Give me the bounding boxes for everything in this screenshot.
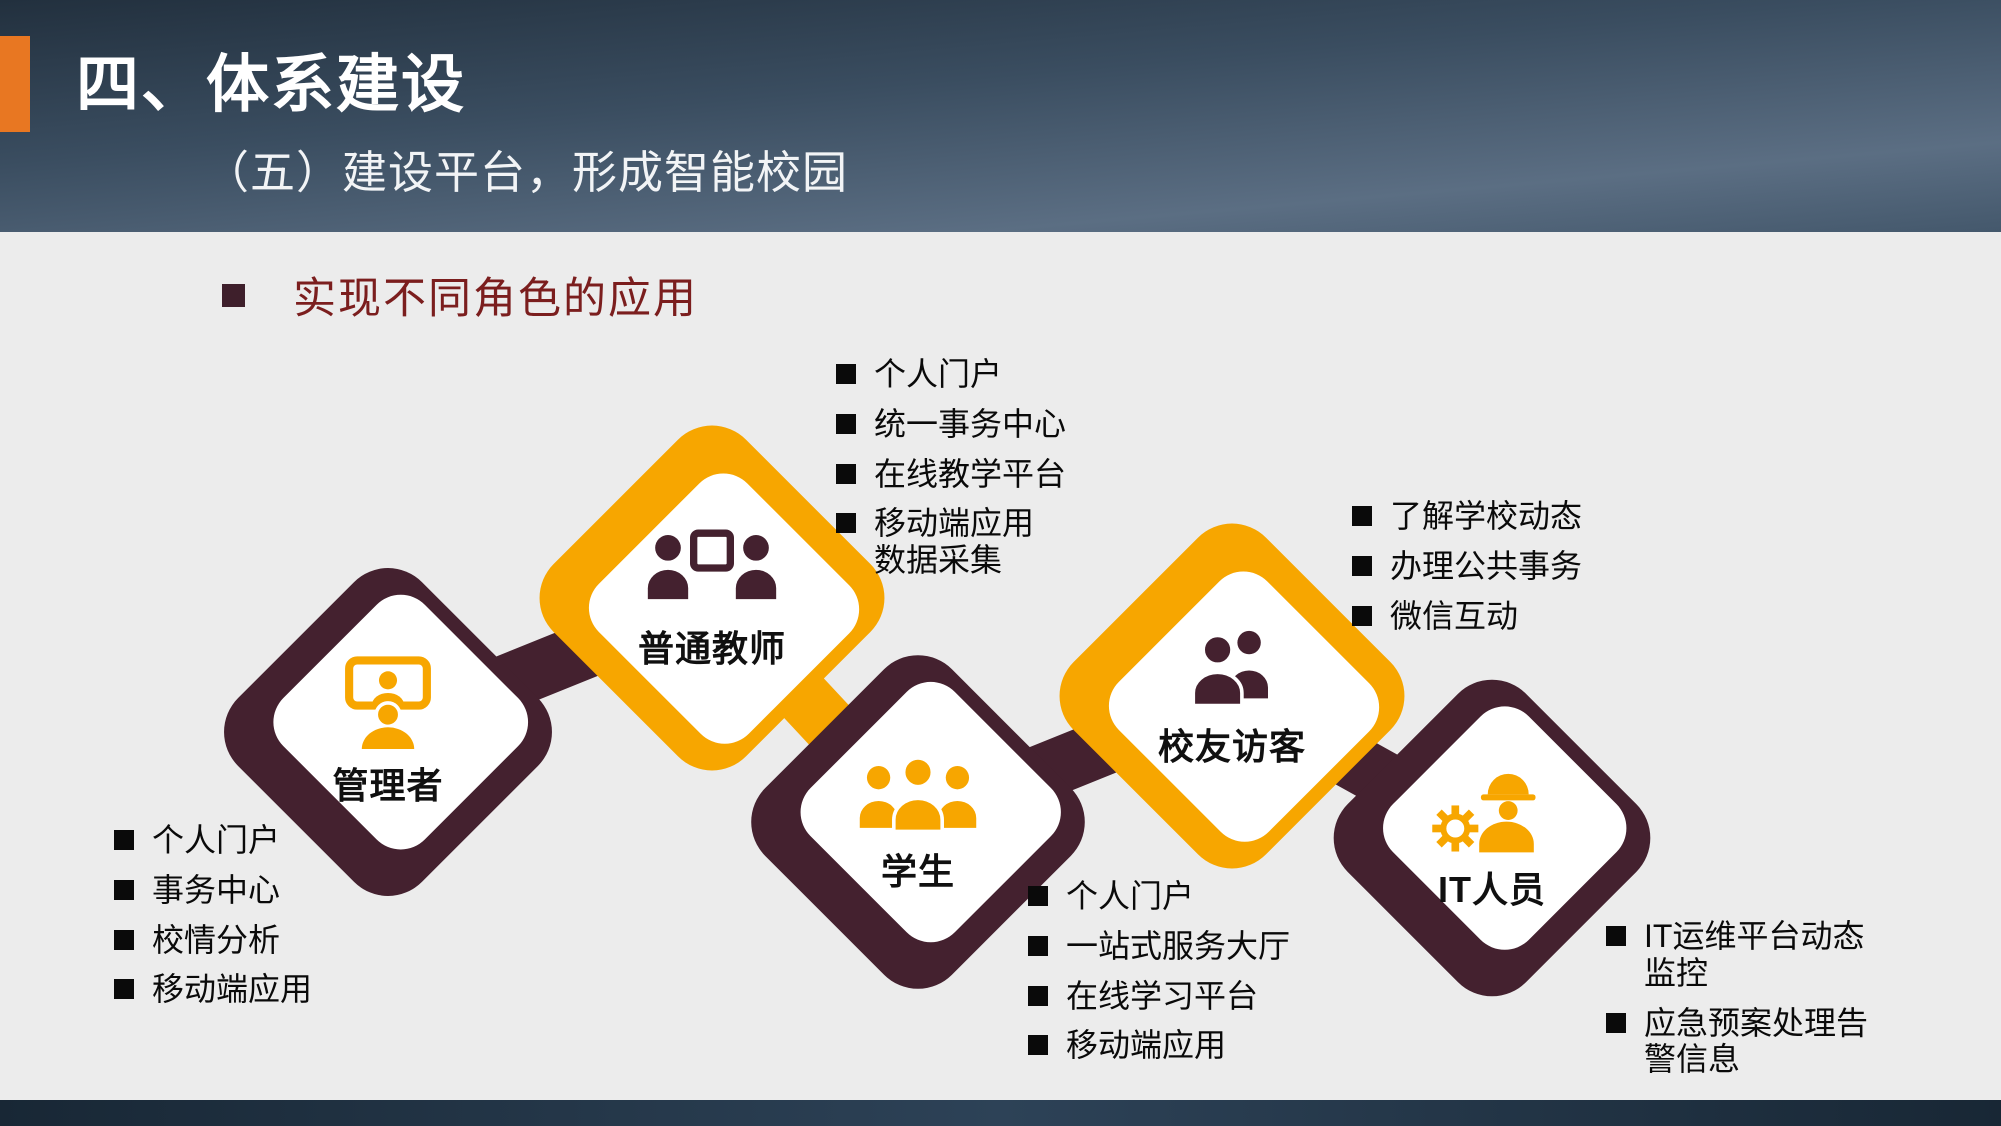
bullet-square-icon — [836, 364, 856, 384]
slide-header: 四、体系建设 （五）建设平台，形成智能校园 — [0, 0, 2001, 232]
bullet-square-icon — [1352, 506, 1372, 526]
list-item: 在线教学平台 — [836, 456, 1066, 493]
list-item-text: 移动端应用 — [152, 971, 313, 1008]
accent-bar — [0, 36, 30, 132]
role-diamond-it: IT人员 — [1313, 659, 1671, 1017]
list-item-text: 微信互动 — [1390, 597, 1519, 634]
teacher-feature-list: 个人门户 统一事务中心 在线教学平台 移动端应用 数据采集 — [836, 356, 1066, 579]
bullet-square-icon — [1606, 1012, 1626, 1033]
list-item-text: 办理公共事务 — [1390, 547, 1583, 584]
list-item: 移动端应用 — [1028, 1027, 1290, 1064]
list-item-text: 移动端应用 — [1066, 1027, 1227, 1064]
list-item-text: 移动端应用 数据采集 — [874, 505, 1035, 579]
admin-presentation-icon — [345, 656, 431, 749]
list-item-text: 个人门户 — [874, 356, 1003, 392]
list-item-text: 校情分析 — [152, 921, 281, 958]
list-item-text: 应急预案处理告 警信息 — [1644, 1004, 1869, 1078]
list-item-text: IT运维平台动态 监控 — [1644, 918, 1865, 991]
role-diamond-admin: 管理者 — [204, 548, 572, 916]
bullet-square-icon — [1028, 935, 1048, 956]
bullet-square-icon — [114, 979, 134, 1000]
section-bullet-icon — [222, 283, 245, 307]
list-item: 个人门户 — [114, 822, 312, 859]
bullet-square-icon — [1606, 926, 1626, 946]
list-item: IT运维平台动态 监控 — [1606, 918, 1868, 992]
bullet-square-icon — [836, 513, 856, 534]
student-feature-list: 个人门户 一站式服务大厅 在线学习平台 移动端应用 — [1028, 878, 1290, 1064]
bullet-square-icon — [114, 879, 134, 900]
bullet-square-icon — [114, 830, 134, 850]
list-item-text: 在线教学平台 — [874, 455, 1067, 492]
bullet-square-icon — [836, 413, 856, 434]
role-diamond-teacher: 普通教师 — [519, 405, 905, 791]
list-item-text: 个人门户 — [1066, 878, 1195, 914]
list-item: 校情分析 — [114, 922, 312, 959]
list-item: 微信互动 — [1352, 598, 1582, 635]
diamond-content: IT人员 — [1366, 712, 1618, 964]
visitors-pair-icon — [1191, 630, 1268, 708]
diamond-content: 校友访客 — [1096, 560, 1368, 832]
list-item: 个人门户 — [836, 356, 1066, 393]
page-title: 四、体系建设 — [76, 50, 466, 120]
section-heading: 实现不同角色的应用 — [222, 264, 698, 326]
bullet-square-icon — [1028, 985, 1048, 1006]
footer-bar — [0, 1100, 2001, 1126]
role-label: 管理者 — [332, 765, 444, 806]
bullet-square-icon — [836, 463, 856, 484]
list-item: 移动端应用 — [114, 971, 312, 1008]
list-item-text: 统一事务中心 — [874, 405, 1067, 442]
page-subtitle: （五）建设平台，形成智能校园 — [204, 147, 849, 198]
list-item-text: 事务中心 — [152, 871, 281, 908]
list-item-text: 个人门户 — [152, 822, 281, 858]
role-diamond-visitor: 校友访客 — [1039, 503, 1425, 889]
bullet-square-icon — [1028, 1035, 1048, 1056]
diamond-content: 学生 — [786, 690, 1050, 954]
diamond-content: 普通教师 — [576, 462, 848, 734]
list-item: 了解学校动态 — [1352, 498, 1582, 535]
students-group-icon — [859, 756, 977, 834]
role-label: 学生 — [880, 851, 955, 892]
bullet-square-icon — [114, 929, 134, 950]
list-item: 统一事务中心 — [836, 406, 1066, 443]
list-item-text: 了解学校动态 — [1390, 498, 1583, 534]
section-heading-text: 实现不同角色的应用 — [293, 275, 698, 323]
role-label: 普通教师 — [637, 628, 786, 669]
visitor-feature-list: 了解学校动态 办理公共事务 微信互动 — [1352, 498, 1582, 634]
list-item-text: 在线学习平台 — [1066, 977, 1259, 1014]
list-item: 应急预案处理告 警信息 — [1606, 1005, 1868, 1079]
role-label: 校友访客 — [1157, 726, 1306, 767]
list-item: 事务中心 — [114, 872, 312, 909]
list-item: 办理公共事务 — [1352, 548, 1582, 585]
bullet-square-icon — [1352, 605, 1372, 626]
list-item-text: 一站式服务大厅 — [1066, 927, 1291, 964]
list-item: 个人门户 — [1028, 878, 1290, 915]
bullet-square-icon — [1352, 555, 1372, 576]
list-item: 在线学习平台 — [1028, 978, 1290, 1015]
teachers-pair-icon — [647, 529, 777, 600]
list-item: 移动端应用 数据采集 — [836, 505, 1066, 579]
role-label: IT人员 — [1438, 869, 1546, 910]
bullet-square-icon — [1028, 886, 1048, 906]
diamond-content: 管理者 — [258, 602, 518, 862]
it-worker-gear-icon — [1432, 773, 1536, 853]
list-item: 一站式服务大厅 — [1028, 928, 1290, 965]
role-diamond-student: 学生 — [731, 635, 1105, 1009]
it-feature-list: IT运维平台动态 监控 应急预案处理告 警信息 — [1606, 918, 1868, 1078]
admin-feature-list: 个人门户 事务中心 校情分析 移动端应用 — [114, 822, 312, 1008]
